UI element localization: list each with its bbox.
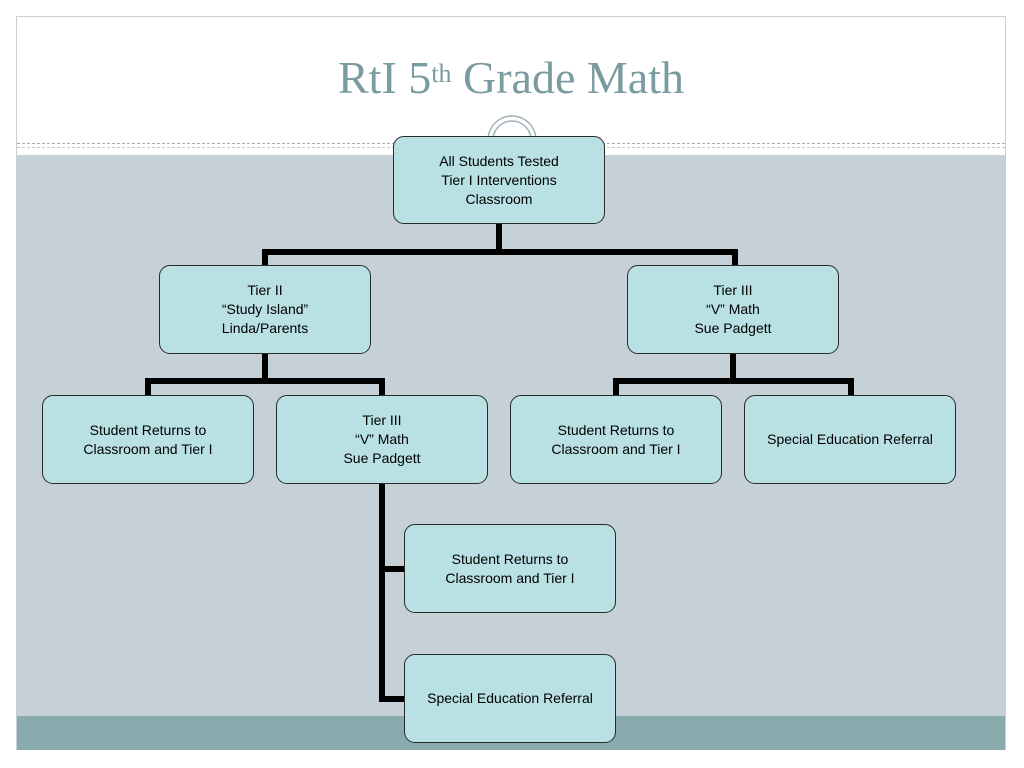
node-all-students-tested: All Students Tested Tier I Interventions… (393, 136, 605, 224)
slide-header (17, 17, 1005, 143)
node-tier3-special-education-referral: Special Education Referral (744, 395, 956, 484)
title-superscript: th (431, 59, 452, 88)
page-title: RtI 5th Grade Math (17, 50, 1005, 106)
node-tier3-v-math: Tier III “V” Math Sue Padgett (627, 265, 839, 354)
node-tier2-study-island: Tier II “Study Island” Linda/Parents (159, 265, 371, 354)
connector-tier2-bar (145, 378, 385, 384)
title-text-end: Grade Math (451, 52, 684, 103)
connector-to-tier3 (732, 249, 738, 267)
connector-to-tier2-tier3 (379, 378, 385, 397)
connector-tier2-tier3-trunk (379, 482, 385, 702)
connector-to-nested-return (379, 566, 406, 572)
connector-to-tier2-return (145, 378, 151, 397)
connector-tier3-stem (730, 352, 736, 382)
node-nested-student-returns: Student Returns to Classroom and Tier I (404, 524, 616, 613)
connector-to-tier3-referral (848, 378, 854, 397)
connector-root-stem (496, 222, 502, 254)
node-tier2-student-returns: Student Returns to Classroom and Tier I (42, 395, 254, 484)
node-nested-special-education-referral: Special Education Referral (404, 654, 616, 743)
title-text: RtI 5 (338, 52, 432, 103)
connector-root-bar (262, 249, 738, 255)
connector-to-tier3-return (613, 378, 619, 397)
connector-tier3-bar (613, 378, 854, 384)
node-tier2-tier3-v-math: Tier III “V” Math Sue Padgett (276, 395, 488, 484)
connector-to-tier2 (262, 249, 268, 267)
connector-to-nested-referral (379, 696, 406, 702)
node-tier3-student-returns: Student Returns to Classroom and Tier I (510, 395, 722, 484)
connector-tier2-stem (262, 352, 268, 382)
